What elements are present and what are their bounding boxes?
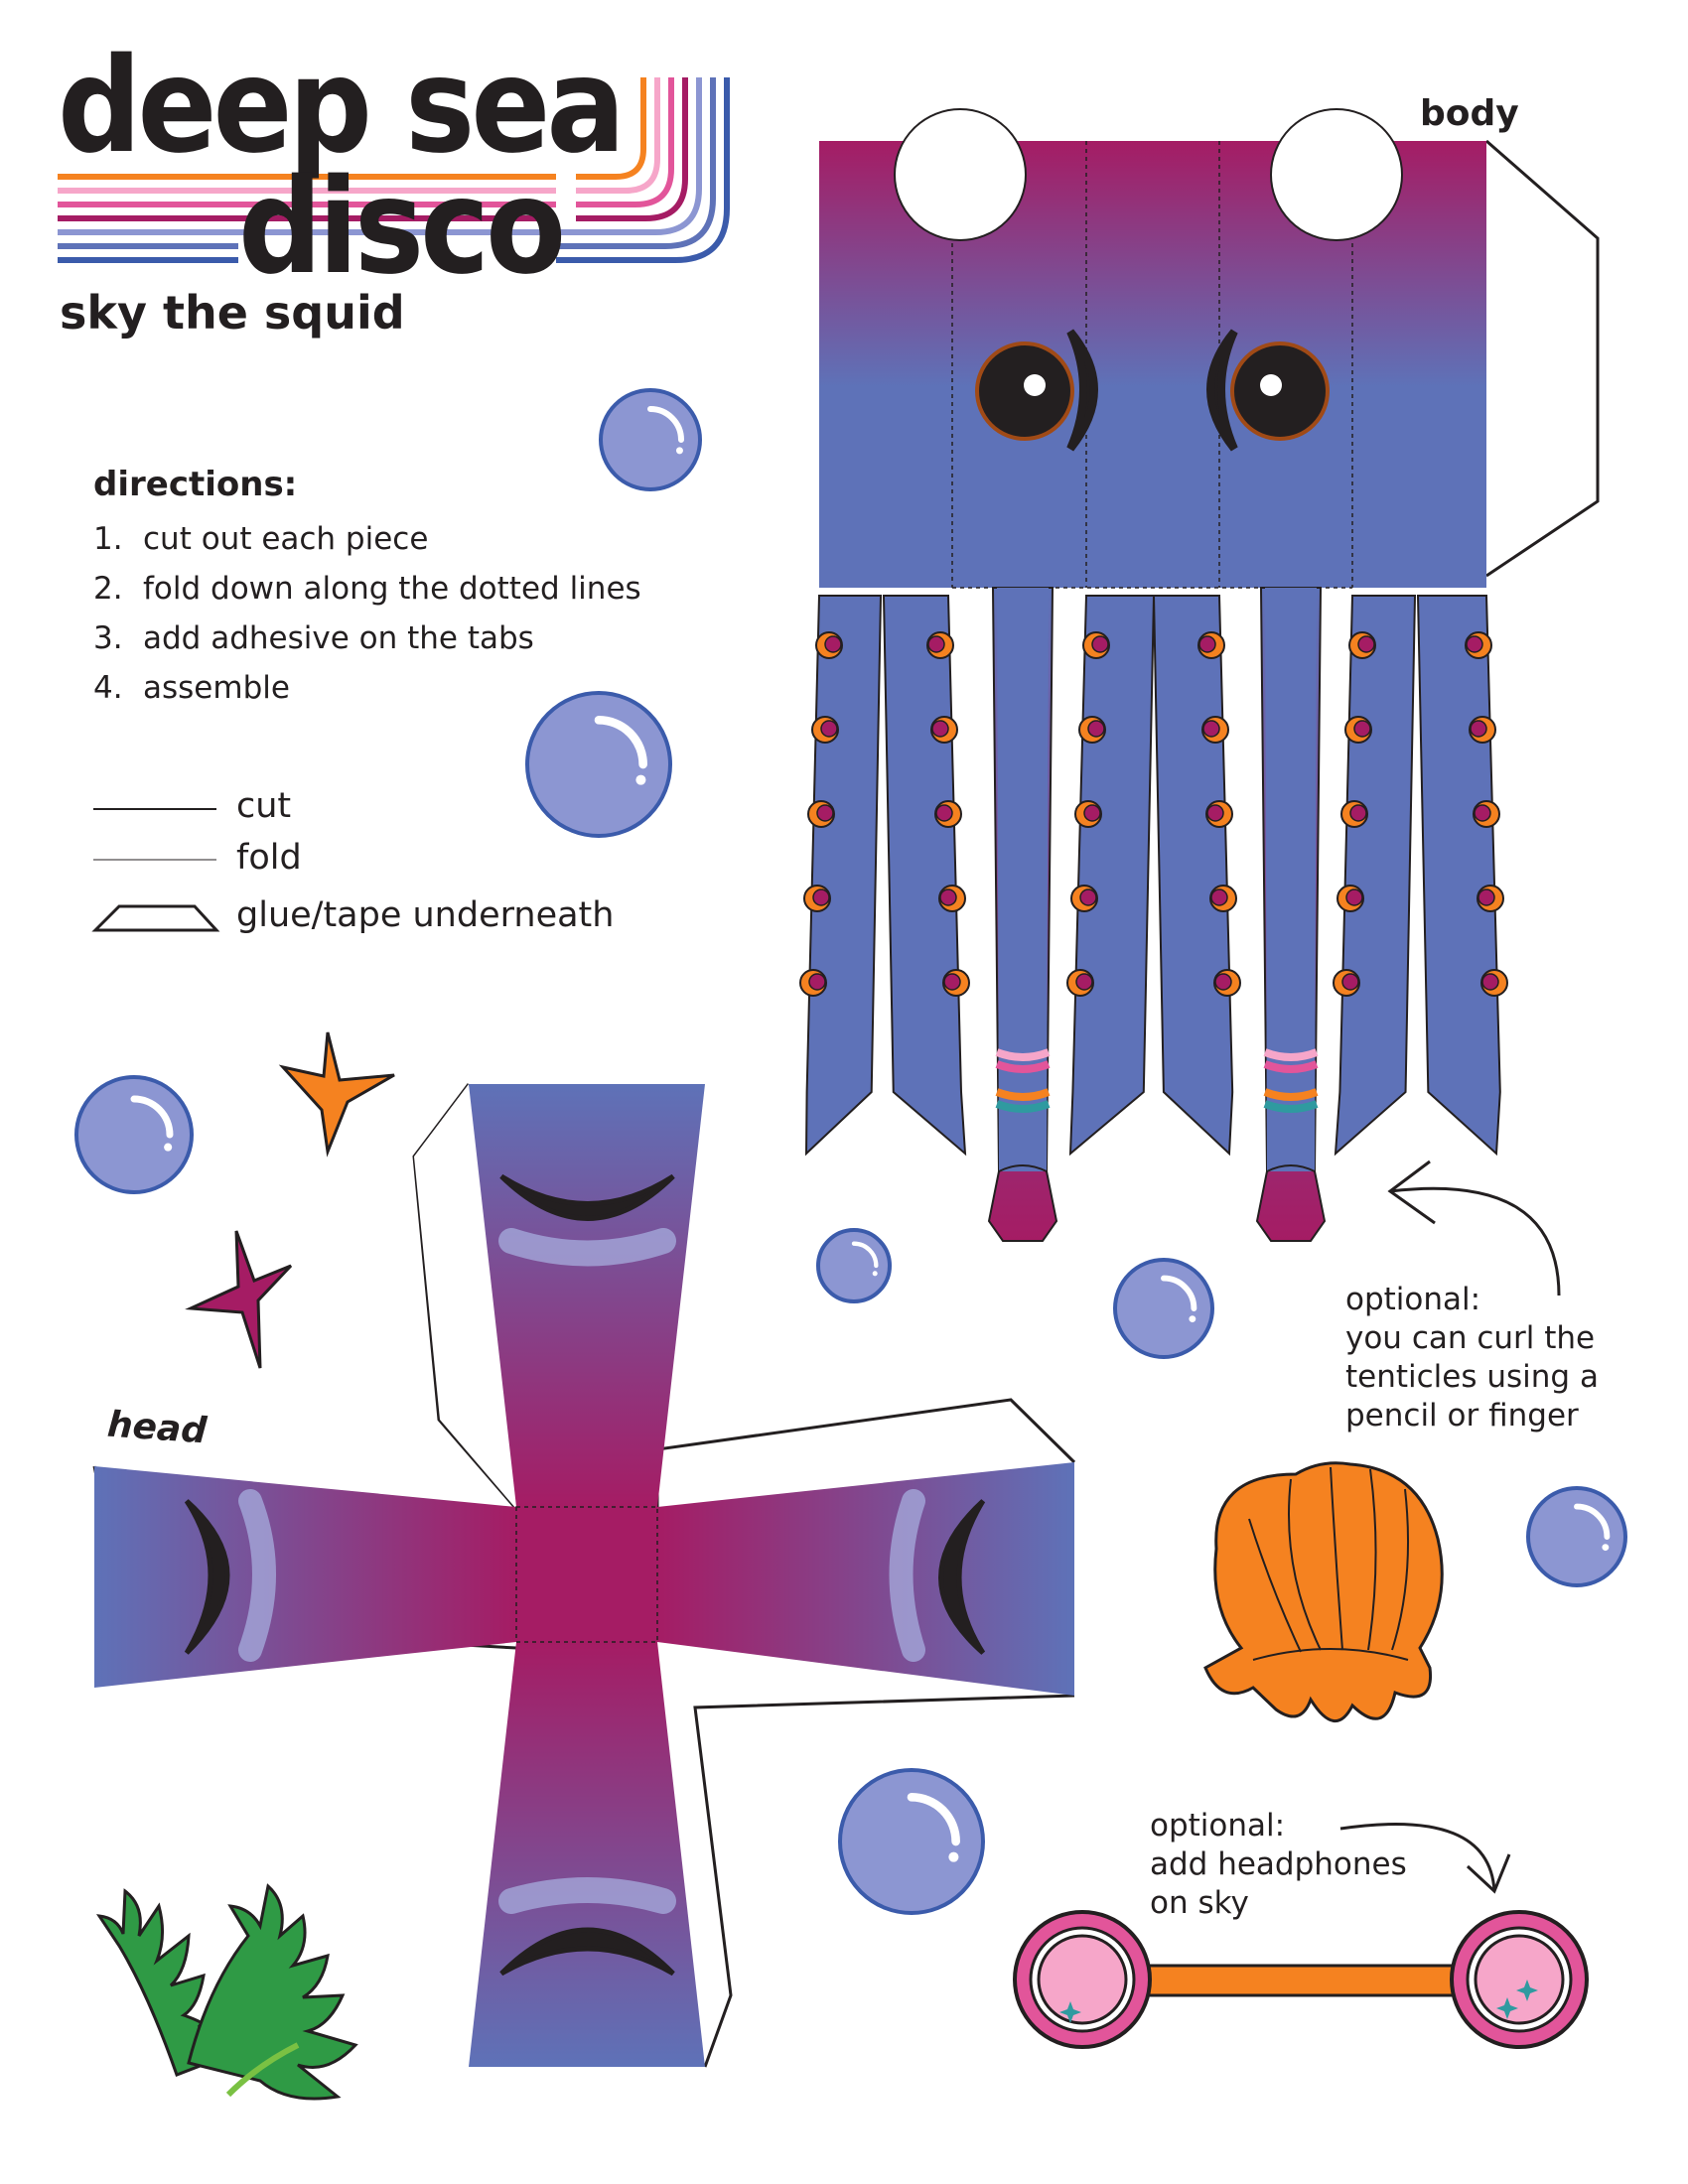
legend-fold-label: fold [236,838,302,878]
glue-tab-sample-icon [91,904,220,932]
headphones-arrow-icon [1339,1822,1511,1894]
tentacles [799,587,1508,1242]
bubble-icon [525,691,672,838]
tentacle-short [987,587,1058,1242]
head-left-brow-icon [184,1499,230,1655]
directions-list: 1.cut out each piece 2.fold down along t… [93,514,641,713]
body-piece [819,108,1600,589]
tentacle [1333,595,1417,1157]
head-piece [92,1083,1076,2068]
bubble-icon [816,1228,892,1303]
bubbles [74,388,1627,1915]
magenta-star-icon [185,1230,293,1369]
bubble-icon [599,388,702,491]
direction-step: 2.fold down along the dotted lines [93,571,641,607]
body-top-circle-right [1270,108,1403,241]
tentacle [1066,595,1156,1157]
tentacle [799,595,883,1157]
legend-glue-label: glue/tape underneath [236,895,615,935]
subtitle: sky the squid [60,286,405,340]
seaweed-icon [95,1883,358,2101]
head-right-brow-icon [938,1499,986,1655]
bubble-icon [74,1075,194,1194]
direction-step: 3.add adhesive on the tabs [93,620,534,656]
bubble-icon [838,1768,985,1915]
orange-star-icon [278,1031,395,1158]
tentacle [1152,595,1241,1157]
head-label: head [105,1404,209,1452]
tentacle-short [1255,587,1327,1242]
right-eye-icon [1206,329,1330,452]
title-stripes [58,77,730,263]
headphones-icon [1013,1910,1589,2049]
curl-note: optional: you can curl the tenticles usi… [1345,1282,1599,1433]
seashell-icon [1203,1461,1444,1723]
tentacle [882,595,970,1157]
head-top-brow-icon [499,1173,675,1221]
title-line-1: deep sea [58,28,626,183]
body-glue-tab [1485,139,1600,578]
curl-arrow-icon [1387,1160,1561,1297]
left-eye-icon [975,329,1098,452]
title-line-2: disco [238,149,566,304]
direction-step: 1.cut out each piece [93,521,429,557]
bubble-icon [1113,1258,1214,1359]
bubble-icon [1526,1486,1627,1587]
directions-heading: directions: [93,465,298,504]
body-top-circle-left [894,108,1027,241]
tentacle [1416,595,1508,1157]
direction-step: 4.assemble [93,670,290,706]
head-bottom-brow-icon [499,1927,675,1977]
body-label: body [1420,93,1519,134]
headphones-note: optional: add headphones on sky [1150,1808,1407,1921]
legend-cut-label: cut [236,786,292,826]
